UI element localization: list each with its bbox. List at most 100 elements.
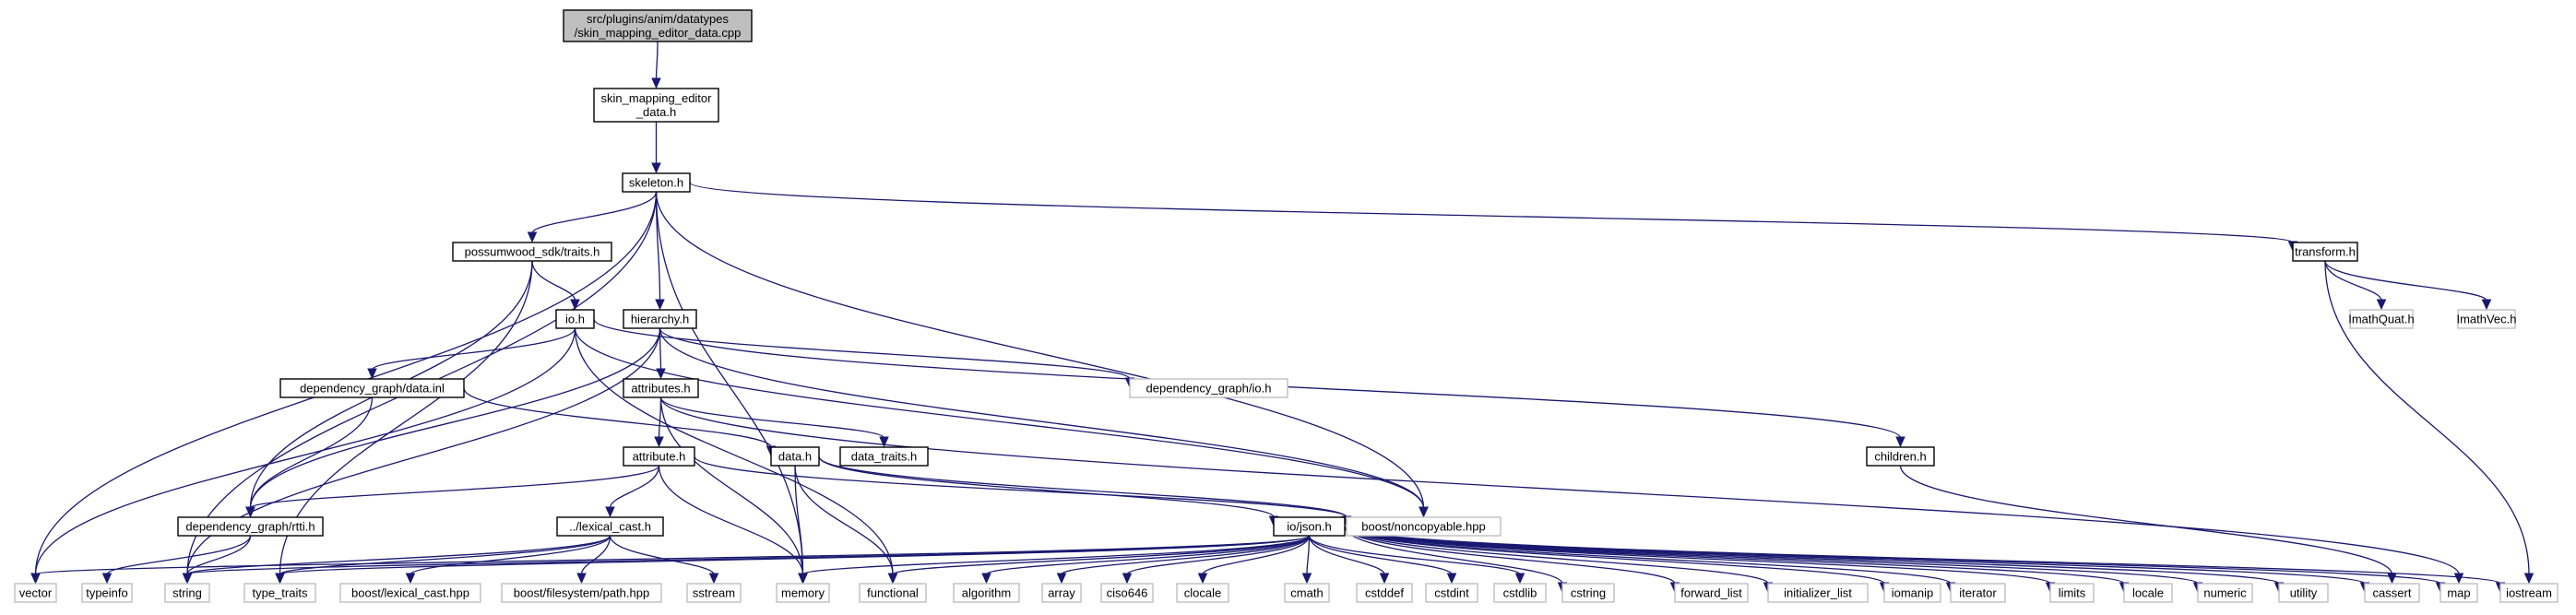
file-node-label: src/plugins/anim/datatypes [587,12,729,26]
file-node-bfspath[interactable]: boost/filesystem/path.hpp [501,583,662,603]
file-node-label: skin_mapping_editor [601,91,713,105]
edge-json-to-cstddef [1308,535,1390,585]
edge-attributes-to-map [659,396,2464,585]
edge-json-to-cstdlib [1308,535,1525,585]
edge-lexical-to-type_traits [275,535,611,585]
file-node-noncopy[interactable]: boost/noncopyable.hpp [1346,516,1502,537]
edge-json-to-clocale [1197,535,1311,585]
file-node-vector[interactable]: vector [14,583,57,603]
edge-json-to-memory [798,535,1311,585]
file-node-iostream[interactable]: iostream [2499,583,2558,603]
file-node-locale[interactable]: locale [2123,583,2173,603]
file-node-label: functional [867,586,919,600]
file-node-cmath[interactable]: cmath [1284,583,1330,603]
edge-smed-to-skeleton [651,122,661,174]
edge-lexical-to-bfspath [576,535,611,585]
file-node-forward-list[interactable]: forward_list [1674,583,1749,603]
file-node-label: vector [19,586,53,600]
file-node-label: clocale [1184,586,1221,600]
file-node-imathquat[interactable]: ImathQuat.h [2348,309,2415,329]
file-node-type-traits[interactable]: type_traits [243,583,316,603]
file-node-label: cstdlib [1503,586,1537,600]
file-node-cstdlib[interactable]: cstdlib [1493,583,1547,603]
file-node-imathvec[interactable]: ImathVec.h [2456,309,2517,329]
file-node-rtti[interactable]: dependency_graph/rtti.h [177,516,324,537]
file-node-children[interactable]: children.h [1866,446,1935,467]
file-node-root[interactable]: src/plugins/anim/datatypes/skin_mapping_… [563,9,753,42]
file-node-blexical[interactable]: boost/lexical_cast.hpp [339,583,481,603]
edge-json-to-vector [30,535,1311,585]
edge-dgdata-to-datah [463,387,777,457]
file-node-label: io.h [565,313,585,326]
file-node-ioh[interactable]: io.h [555,309,595,329]
file-node-label: skeleton.h [629,176,683,190]
edge-transform-to-iostream [2324,260,2534,585]
file-node-iterator[interactable]: iterator [1950,583,2006,603]
file-node-label: cstddef [1365,586,1404,600]
file-node-datatraits[interactable]: data_traits.h [839,446,929,467]
edge-json-to-ciso646 [1122,535,1311,585]
file-node-utility[interactable]: utility [2278,583,2329,603]
file-node-string[interactable]: string [164,583,210,603]
file-node-cstring[interactable]: cstring [1561,583,1615,603]
edge-json-to-cstdint [1308,535,1457,585]
edge-hierarchy-to-noncopy [659,327,1429,518]
file-node-attribute[interactable]: attribute.h [623,446,695,467]
edge-ioh-to-noncopy [574,327,1429,518]
file-node-dgio[interactable]: dependency_graph/io.h [1129,378,1288,398]
file-node-label: dependency_graph/io.h [1146,382,1272,396]
file-node-label: initializer_list [1784,586,1852,600]
file-node-skeleton[interactable]: skeleton.h [622,172,691,193]
file-node-cstddef[interactable]: cstddef [1356,583,1413,603]
file-node-hierarchy[interactable]: hierarchy.h [623,309,697,329]
file-node-smed[interactable]: skin_mapping_editor_data.h [593,88,719,123]
file-node-iomanip[interactable]: iomanip [1883,583,1941,603]
file-node-label: hierarchy.h [631,313,689,326]
file-node-label: cstdint [1434,586,1469,600]
file-node-label: iomanip [1892,586,1934,600]
file-node-limits[interactable]: limits [2049,583,2095,603]
edge-transform-to-imathvec [2324,260,2492,311]
file-node-functional[interactable]: functional [859,583,927,603]
file-node-numeric[interactable]: numeric [2197,583,2253,603]
file-node-label: boost/noncopyable.hpp [1361,520,1485,534]
edge-root-to-smed [651,41,661,89]
edge-json-to-array [1056,535,1311,585]
file-node-label: numeric [2203,586,2247,600]
file-node-cstdint[interactable]: cstdint [1425,583,1478,603]
file-node-array[interactable]: array [1041,583,1082,603]
edge-json-to-functional [887,535,1311,585]
edge-rtti-to-typeinfo [101,535,252,585]
file-node-label: forward_list [1680,586,1742,600]
file-node-ciso646[interactable]: ciso646 [1100,583,1154,603]
file-node-label: algorithm [962,586,1011,600]
file-node-label: iostream [2506,586,2552,600]
edge-ioh-to-dgdata [367,327,576,380]
file-node-label: typeinfo [86,586,128,600]
file-node-attributes[interactable]: attributes.h [623,378,699,398]
file-node-label: attribute.h [633,450,686,464]
file-node-label: limits [2059,586,2086,600]
file-node-label: ../lexical_cast.h [569,520,651,534]
file-node-typeinfo[interactable]: typeinfo [81,583,133,603]
file-node-map[interactable]: map [2439,583,2478,603]
file-node-transform[interactable]: transform.h [2292,242,2358,262]
file-node-memory[interactable]: memory [776,583,830,603]
file-node-datah[interactable]: data.h [770,446,820,467]
file-node-label: cassert [2373,586,2412,600]
file-node-initializer-list[interactable]: initializer_list [1767,583,1869,603]
file-node-label: boost/lexical_cast.hpp [351,586,469,600]
file-node-label: _data.h [635,105,676,119]
file-node-label: cstring [1571,586,1606,600]
file-node-lexical[interactable]: ../lexical_cast.h [556,516,664,537]
file-node-dgdata[interactable]: dependency_graph/data.inl [279,378,465,398]
file-node-label: possumwood_sdk/traits.h [465,245,600,259]
file-node-json[interactable]: io/json.h [1273,516,1346,537]
file-node-sstream[interactable]: sstream [686,583,742,603]
file-node-algorithm[interactable]: algorithm [953,583,1020,603]
file-node-clocale[interactable]: clocale [1176,583,1229,603]
file-node-label: ciso646 [1107,586,1148,600]
file-node-cassert[interactable]: cassert [2364,583,2420,603]
file-node-traits[interactable]: possumwood_sdk/traits.h [452,242,612,262]
file-node-label: transform.h [2295,245,2356,259]
